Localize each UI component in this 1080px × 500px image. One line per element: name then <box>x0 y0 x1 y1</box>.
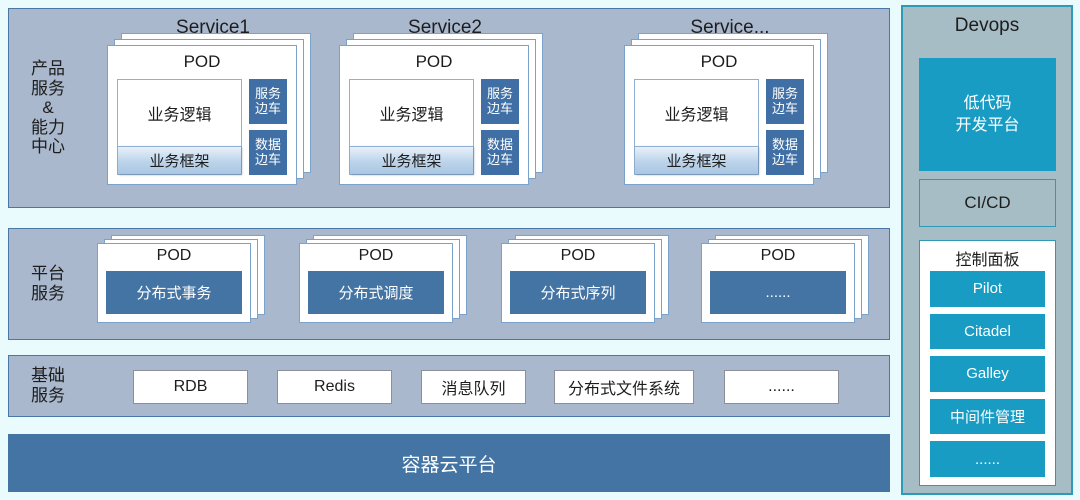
platform-pod-card[interactable]: POD 分布式事务 <box>97 243 251 323</box>
business-framework-box: 业务框架 <box>350 146 473 174</box>
pod-card[interactable]: POD 业务逻辑 业务框架 服务 边车 数据 边车 <box>624 45 814 185</box>
container-cloud-platform-bar: 容器云平台 <box>8 434 890 492</box>
platform-pod-card[interactable]: POD 分布式序列 <box>501 243 655 323</box>
platform-row-label: 平台 服务 <box>31 264 65 303</box>
pod-stack[interactable]: POD 业务逻辑 业务框架 服务 边车 数据 边车 <box>339 33 543 185</box>
devops-panel: Devops 低代码 开发平台 CI/CD 控制面板 Pilot Citadel… <box>901 5 1073 495</box>
business-column: 业务逻辑 业务框架 <box>117 79 242 175</box>
control-item-middleware[interactable]: 中间件管理 <box>930 398 1045 435</box>
sidecar-column: 服务 边车 数据 边车 <box>766 79 804 175</box>
service-group-2[interactable]: Service2 POD 业务逻辑 业务框架 服务 边车 数据 边车 <box>329 15 561 201</box>
pod-label: POD <box>156 247 192 264</box>
service-title: Service1 <box>176 17 250 38</box>
devops-title: Devops <box>954 15 1020 36</box>
control-item-more[interactable]: ...... <box>930 441 1045 477</box>
data-sidecar-box: 数据 边车 <box>249 130 287 175</box>
platform-service-box: 分布式调度 <box>308 271 444 314</box>
pod-body: 业务逻辑 业务框架 服务 边车 数据 边车 <box>349 79 519 175</box>
pod-label: POD <box>183 52 221 71</box>
cicd-box[interactable]: CI/CD <box>919 179 1056 227</box>
pod-label: POD <box>560 247 596 264</box>
platform-pod-card[interactable]: POD 分布式调度 <box>299 243 453 323</box>
low-code-platform-box[interactable]: 低代码 开发平台 <box>919 58 1056 171</box>
platform-pod-stack[interactable]: POD 分布式调度 <box>299 235 467 323</box>
pod-label: POD <box>700 52 738 71</box>
business-framework-box: 业务框架 <box>635 146 758 174</box>
platform-pod-stack[interactable]: POD ...... <box>701 235 869 323</box>
control-item-citadel[interactable]: Citadel <box>930 313 1045 350</box>
business-logic-box: 业务逻辑 <box>664 107 729 124</box>
pod-label: POD <box>415 52 453 71</box>
platform-service-box: 分布式事务 <box>106 271 242 314</box>
service-group-1[interactable]: Service1 POD 业务逻辑 业务框架 服务 边车 数据 边车 <box>97 15 329 201</box>
service-title: Service2 <box>408 17 482 38</box>
control-panel: 控制面板 Pilot Citadel Galley 中间件管理 ...... <box>919 240 1056 486</box>
data-sidecar-box: 数据 边车 <box>766 130 804 175</box>
data-sidecar-box: 数据 边车 <box>481 130 519 175</box>
infra-row-label: 基础 服务 <box>31 366 65 405</box>
service-sidecar-box: 服务 边车 <box>249 79 287 124</box>
business-framework-box: 业务框架 <box>118 146 241 174</box>
infra-item-more[interactable]: ...... <box>724 370 839 404</box>
pod-label: POD <box>760 247 796 264</box>
product-service-capability-row: 产品 服务 & 能力 中心 Service1 POD 业务逻辑 业务框架 服务 … <box>8 8 890 208</box>
service-group-3[interactable]: Service... POD 业务逻辑 业务框架 服务 边车 数据 边车 <box>614 15 846 201</box>
pod-label: POD <box>358 247 394 264</box>
platform-pod-card[interactable]: POD ...... <box>701 243 855 323</box>
pod-card[interactable]: POD 业务逻辑 业务框架 服务 边车 数据 边车 <box>107 45 297 185</box>
business-column: 业务逻辑 业务框架 <box>634 79 759 175</box>
sidecar-column: 服务 边车 数据 边车 <box>481 79 519 175</box>
service-sidecar-box: 服务 边车 <box>481 79 519 124</box>
platform-pod-stack[interactable]: POD 分布式事务 <box>97 235 265 323</box>
business-logic-box: 业务逻辑 <box>379 107 444 124</box>
control-panel-title: 控制面板 <box>955 252 1020 269</box>
platform-service-box: 分布式序列 <box>510 271 646 314</box>
pod-card[interactable]: POD 业务逻辑 业务框架 服务 边车 数据 边车 <box>339 45 529 185</box>
pod-body: 业务逻辑 业务框架 服务 边车 数据 边车 <box>634 79 804 175</box>
control-item-pilot[interactable]: Pilot <box>930 271 1045 307</box>
platform-service-row: 平台 服务 POD 分布式事务 POD 分布式调度 POD 分布式序列 <box>8 228 890 340</box>
services-row-label: 产品 服务 & 能力 中心 <box>31 59 65 157</box>
control-item-galley[interactable]: Galley <box>930 356 1045 392</box>
service-sidecar-box: 服务 边车 <box>766 79 804 124</box>
infra-item-dfs[interactable]: 分布式文件系统 <box>554 370 694 404</box>
platform-service-box: ...... <box>710 271 846 314</box>
service-title: Service... <box>690 17 770 38</box>
pod-stack[interactable]: POD 业务逻辑 业务框架 服务 边车 数据 边车 <box>107 33 311 185</box>
business-column: 业务逻辑 业务框架 <box>349 79 474 175</box>
control-panel-list: Pilot Citadel Galley 中间件管理 ...... <box>930 271 1045 477</box>
sidecar-column: 服务 边车 数据 边车 <box>249 79 287 175</box>
infrastructure-service-row: 基础 服务 RDB Redis 消息队列 分布式文件系统 ...... <box>8 355 890 417</box>
pod-body: 业务逻辑 业务框架 服务 边车 数据 边车 <box>117 79 287 175</box>
platform-pod-stack[interactable]: POD 分布式序列 <box>501 235 669 323</box>
business-logic-box: 业务逻辑 <box>147 107 212 124</box>
infra-item-mq[interactable]: 消息队列 <box>421 370 526 404</box>
pod-stack[interactable]: POD 业务逻辑 业务框架 服务 边车 数据 边车 <box>624 33 828 185</box>
infra-item-redis[interactable]: Redis <box>277 370 392 404</box>
infra-item-rdb[interactable]: RDB <box>133 370 248 404</box>
